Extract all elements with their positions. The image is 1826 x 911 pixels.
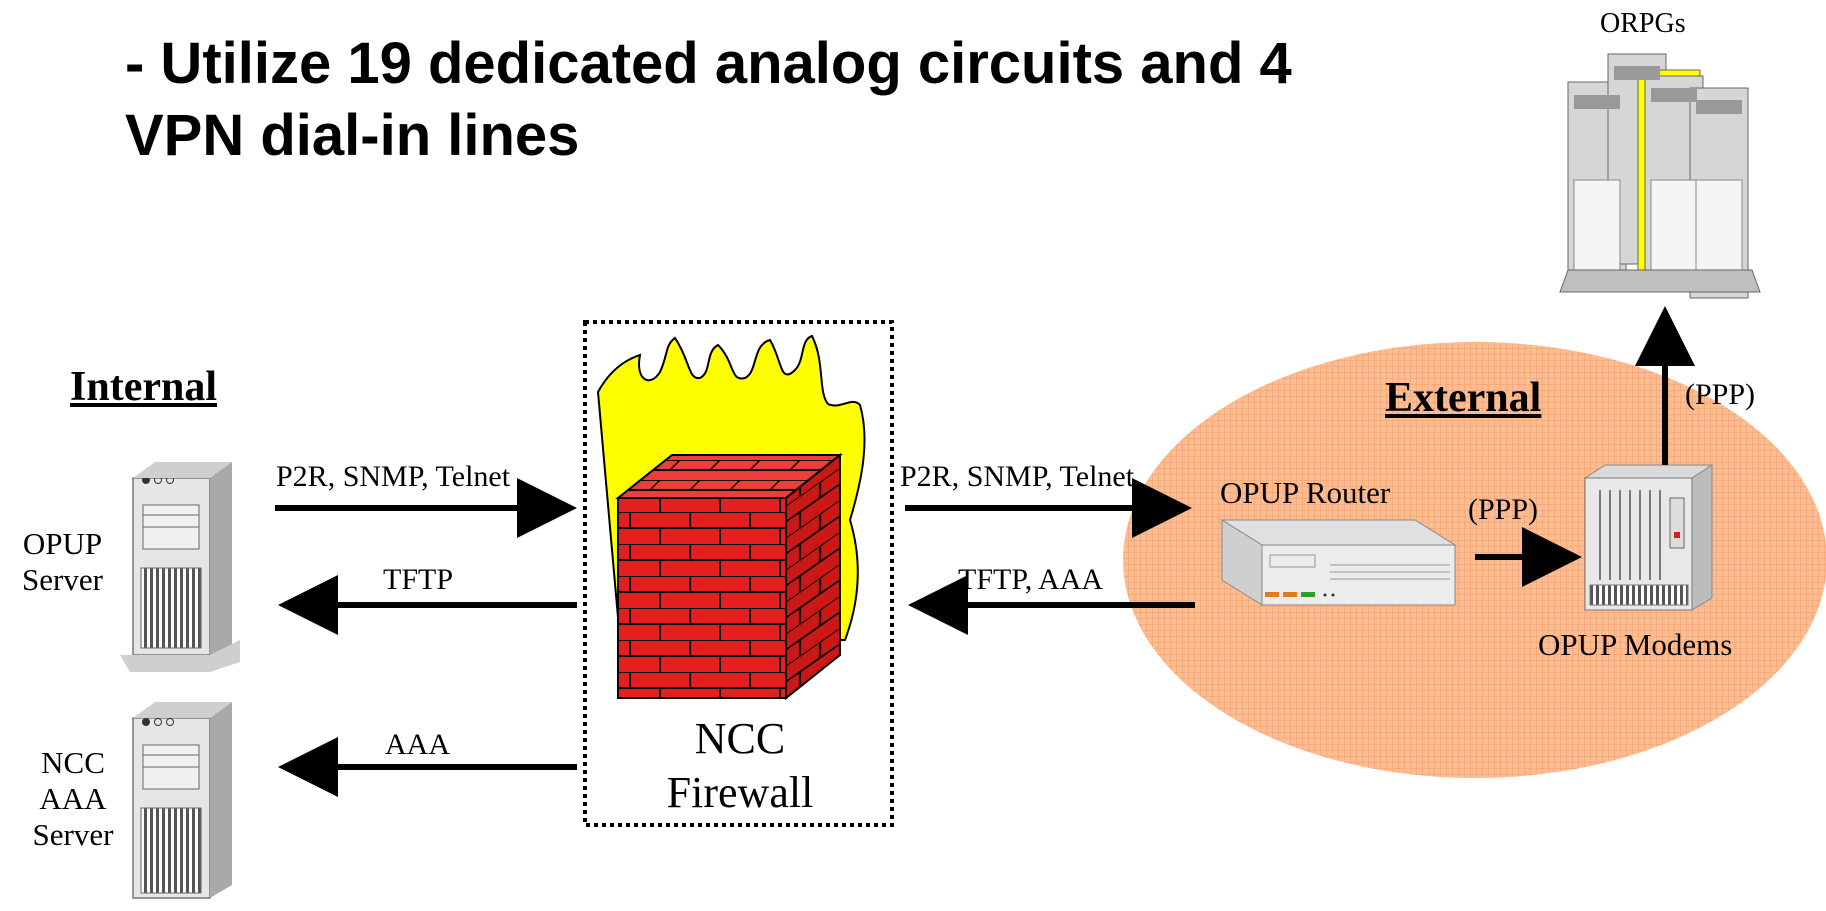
tower-server-icon [120, 462, 240, 672]
modem-rack-icon [1583, 464, 1714, 611]
opup-server-label: OPUP Server [10, 526, 115, 598]
ncc-firewall-label-line-2: Firewall [666, 768, 814, 817]
internal-section-label: Internal [70, 364, 217, 410]
external-zone [1123, 342, 1826, 778]
ncc-firewall-label-line-1: NCC [694, 714, 786, 763]
router-icon [1220, 519, 1457, 606]
firewall-to-server-label: TFTP [383, 563, 454, 596]
router-to-modems-label: (PPP) [1468, 493, 1539, 526]
ncc-aaa-server-label-line-1: NCC [41, 745, 105, 780]
server-to-firewall-label: P2R, SNMP, Telnet [276, 460, 511, 493]
opup-modems-label: OPUP Modems [1538, 627, 1733, 662]
external-section-label: External [1385, 375, 1542, 421]
tower-server-icon [132, 702, 232, 899]
firewall-to-aaa-label: AAA [385, 728, 450, 761]
server-rack-icon [1559, 53, 1761, 299]
opup-server-label-line-1: OPUP [22, 526, 103, 561]
slide-title-line-1: - Utilize 19 dedicated analog circuits a… [125, 31, 1292, 96]
firewall-to-router-label: P2R, SNMP, Telnet [900, 460, 1135, 493]
opup-server-label-line-2: Server [22, 562, 103, 597]
ncc-aaa-server-label-line-2: AAA [39, 781, 107, 816]
modems-to-orpgs-label: (PPP) [1685, 378, 1756, 411]
slide-title-line-2: VPN dial-in lines [125, 103, 580, 168]
opup-router-label: OPUP Router [1220, 475, 1391, 510]
brick-wall-firewall-icon [596, 334, 866, 701]
ncc-aaa-server-label: NCC AAA Server [18, 745, 128, 853]
ncc-aaa-server-label-line-3: Server [32, 817, 114, 852]
firewall-boundary [583, 320, 894, 827]
router-to-firewall-label: TFTP, AAA [958, 563, 1104, 596]
ncc-firewall-label: NCC Firewall [640, 712, 840, 820]
orpgs-label: ORPGs [1600, 8, 1686, 39]
slide-title: - Utilize 19 dedicated analog circuits a… [125, 28, 1425, 172]
server-top [133, 462, 232, 478]
